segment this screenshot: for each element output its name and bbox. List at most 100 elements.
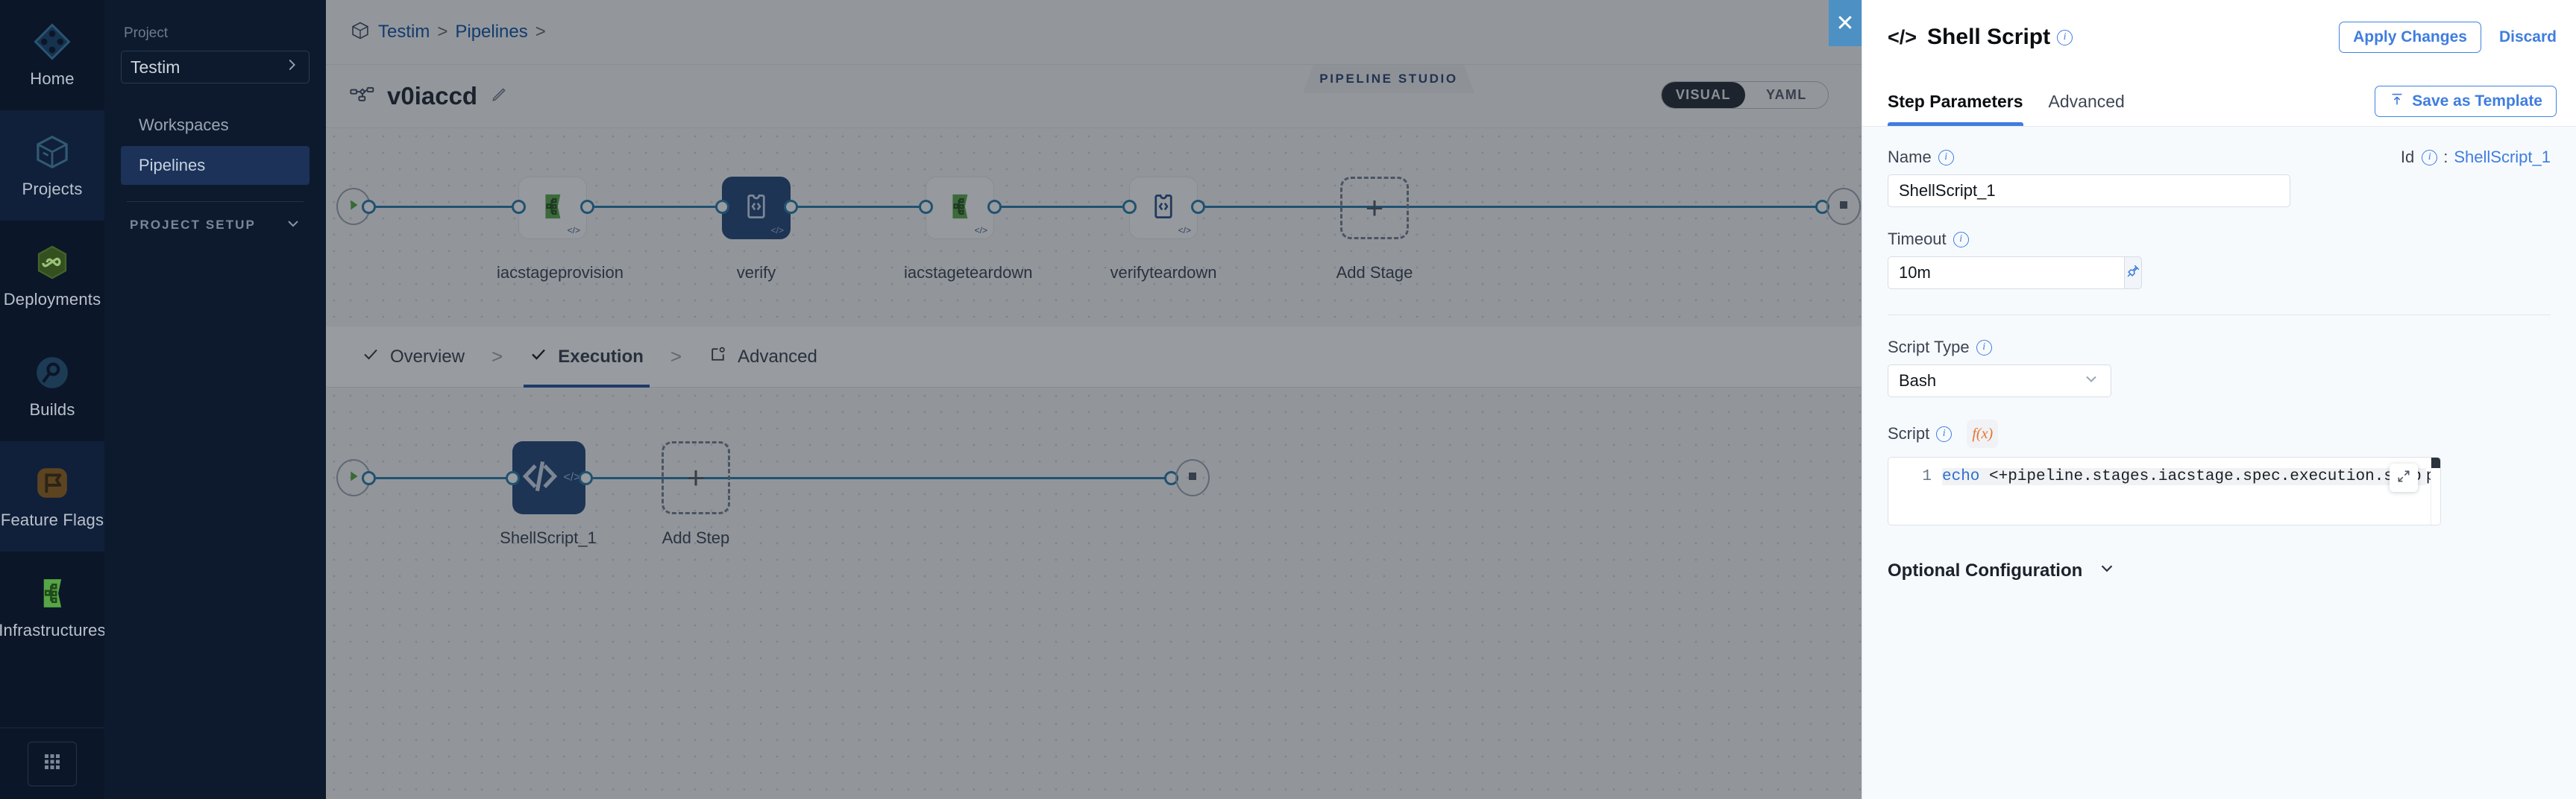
stage-node-label: verify <box>736 263 776 282</box>
pipeline-studio-tag: PIPELINE STUDIO <box>1303 65 1474 93</box>
rail-item-label: Builds <box>29 400 75 419</box>
add-step-label: Add Step <box>662 528 730 547</box>
stage-node-iacstageprovision[interactable]: </> <box>518 177 587 239</box>
sidebar-item-pipelines[interactable]: Pipelines <box>121 146 310 185</box>
cube-icon <box>350 20 371 45</box>
sidebar-item-workspaces[interactable]: Workspaces <box>121 106 310 145</box>
info-icon[interactable]: i <box>2057 29 2073 45</box>
graph-port <box>506 471 520 485</box>
play-icon <box>345 468 362 488</box>
code-tags-icon: </> <box>770 225 784 236</box>
info-icon[interactable]: i <box>1953 231 1969 247</box>
pencil-icon[interactable] <box>489 85 509 108</box>
timeout-input[interactable] <box>1888 256 2124 289</box>
pipeline-end-node[interactable] <box>1826 188 1861 225</box>
code-shirt-icon <box>1147 190 1180 227</box>
breadcrumb-item-testim[interactable]: Testim <box>378 22 430 42</box>
breadcrumb-separator: > <box>437 22 448 42</box>
check-icon <box>362 345 380 368</box>
pin-button[interactable] <box>2124 256 2142 289</box>
project-selector[interactable]: Testim <box>121 51 310 83</box>
rail-item-home[interactable]: Home <box>0 0 104 110</box>
rail-item-label: Deployments <box>3 290 101 309</box>
optional-configuration-toggle[interactable]: Optional Configuration <box>1888 558 2551 583</box>
rail-item-deployments[interactable]: Deployments <box>0 221 104 331</box>
code-shirt-icon <box>740 190 773 227</box>
rail-item-feature-flags[interactable]: Feature Flags <box>0 441 104 552</box>
info-icon[interactable]: i <box>2422 149 2438 165</box>
home-diamond-icon <box>32 22 72 62</box>
sidebar-item-label: Pipelines <box>139 156 206 174</box>
stage-node-verifyteardown[interactable]: </> <box>1129 177 1198 239</box>
script-editor[interactable]: 1 echo <+pipeline.stages.iacstage.spec.e… <box>1888 457 2441 525</box>
breadcrumb-item-pipelines[interactable]: Pipelines <box>455 22 528 42</box>
info-icon[interactable]: i <box>1938 149 1954 165</box>
tab-label: Execution <box>558 346 644 367</box>
tab-step-parameters[interactable]: Step Parameters <box>1888 77 2023 126</box>
chevron-down-icon <box>2097 558 2117 583</box>
pin-icon <box>2125 263 2141 283</box>
play-icon <box>345 197 362 217</box>
stage-node-iacstageteardown[interactable]: </> <box>926 177 994 239</box>
code-tags-corner-icon: </> <box>563 471 581 484</box>
editor-scrollbar[interactable] <box>2431 458 2440 525</box>
apps-grid-button[interactable] <box>28 741 77 786</box>
step-node-shellscript[interactable]: </> <box>512 441 585 514</box>
drawer-body: Name i Id i : ShellScript_1 Timeout i <box>1862 127 2576 799</box>
rail-item-projects[interactable]: Projects <box>0 110 104 221</box>
chevron-down-icon <box>2082 370 2100 392</box>
apps-grid-icon <box>41 751 63 777</box>
step-end-node[interactable] <box>1175 459 1210 496</box>
graph-port <box>715 200 729 214</box>
toggle-yaml[interactable]: YAML <box>1765 87 1807 102</box>
toggle-visual[interactable]: VISUAL <box>1662 82 1745 108</box>
optional-configuration-label: Optional Configuration <box>1888 560 2083 581</box>
plus-icon: + <box>1365 190 1384 225</box>
drawer-tabs-right: Save as Template <box>2375 86 2557 126</box>
save-as-template-label: Save as Template <box>2412 92 2542 110</box>
rail-item-label: Infrastructures <box>0 621 106 639</box>
discard-button[interactable]: Discard <box>2498 28 2557 45</box>
add-step-button[interactable]: + <box>662 441 730 514</box>
tab-overview[interactable]: Overview <box>348 326 478 388</box>
tab-advanced[interactable]: Advanced <box>2049 77 2125 126</box>
template-upload-icon <box>2389 91 2405 112</box>
infra-icon <box>535 189 570 227</box>
check-icon <box>530 345 547 368</box>
breadcrumb: Testim > Pipelines > <box>326 0 2576 65</box>
script-type-select[interactable]: Bash <box>1888 364 2111 397</box>
save-as-template-button[interactable]: Save as Template <box>2375 86 2557 117</box>
info-icon[interactable]: i <box>1976 339 1992 356</box>
expression-toggle-button[interactable]: f(x) <box>1967 420 1999 448</box>
page-title: v0iaccd <box>387 82 478 110</box>
expand-editor-button[interactable] <box>2390 464 2418 492</box>
close-drawer-button[interactable]: ✕ <box>1829 0 1862 46</box>
view-mode-toggle[interactable]: VISUAL YAML <box>1661 81 1829 109</box>
tab-advanced[interactable]: Advanced <box>695 326 831 388</box>
rail-bottom-section <box>0 727 104 799</box>
info-icon[interactable]: i <box>1936 426 1953 442</box>
flag-icon <box>32 463 72 503</box>
code-tags-icon: </> <box>1888 25 1917 48</box>
name-id-row: Name i Id i : ShellScript_1 <box>1888 148 2551 174</box>
script-code-line: echo <+pipeline.stages.iacstage.spec.exe… <box>1942 468 2426 485</box>
timeout-label: Timeout <box>1888 230 1947 248</box>
tab-execution[interactable]: Execution <box>516 326 657 388</box>
graph-port <box>512 200 526 214</box>
add-stage-button[interactable]: + <box>1340 177 1409 239</box>
rail-item-builds[interactable]: Builds <box>0 331 104 441</box>
code-tags-icon: </> <box>567 225 580 236</box>
editor-scrollbar-thumb[interactable] <box>2431 458 2440 468</box>
name-label-wrap: Name i <box>1888 148 1954 167</box>
project-setup-section[interactable]: PROJECT SETUP <box>121 202 310 248</box>
rail-item-infrastructures[interactable]: Infrastructures <box>0 552 106 662</box>
project-selector-value: Testim <box>131 57 180 77</box>
drawer-tab-bar: Step Parameters Advanced Save as Templat… <box>1862 75 2576 127</box>
script-code[interactable]: echo <+pipeline.stages.iacstage.spec.exe… <box>1942 458 2440 525</box>
pipeline-studio-label: PIPELINE STUDIO <box>1319 72 1458 86</box>
graph-edge <box>365 477 1172 479</box>
tab-separator: > <box>670 345 682 367</box>
infra-icon <box>32 573 72 613</box>
apply-changes-button[interactable]: Apply Changes <box>2339 22 2481 53</box>
name-input[interactable] <box>1888 174 2290 207</box>
